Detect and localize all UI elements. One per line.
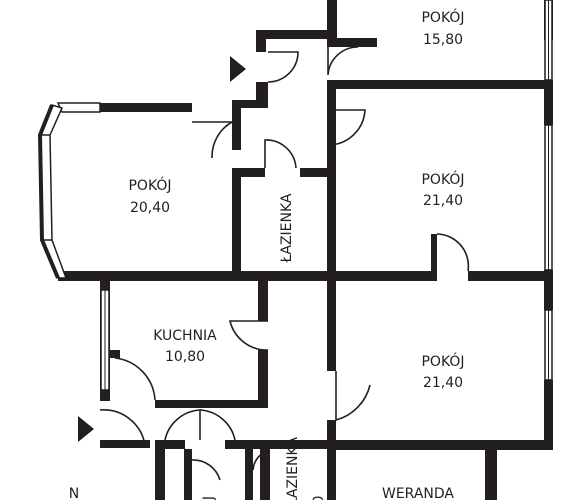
label-fragment: J [201,496,217,500]
wall [258,350,268,408]
label-fragment: 0 [311,496,327,500]
room-name: POKÓJ [421,170,464,188]
bay-window [39,104,68,279]
walls [58,0,553,500]
wall [232,100,268,108]
wall [256,30,266,52]
wall [100,103,192,112]
wall [327,80,553,89]
wall [544,380,553,450]
door-swing [328,109,366,146]
wall [327,281,336,371]
room-name: POKÓJ [421,352,464,370]
windows [37,0,553,391]
door-swing [267,51,299,83]
wall [58,271,336,281]
door-swing [99,409,146,446]
door-swing [335,371,371,422]
wall [485,450,497,500]
door-swing [228,320,269,351]
room-area: 20,40 [130,200,170,216]
wall [327,440,553,450]
room-labels: POKÓJ 15,80 POKÓJ 20,40 POKÓJ 21,40 ŁAZI… [69,8,465,500]
room-area: 10,80 [165,349,205,365]
wall [245,449,253,500]
north-label: N [69,486,79,500]
wall [232,100,241,150]
wall [258,281,268,321]
door-swing [191,459,221,481]
door-swing [114,357,156,401]
wall [431,234,437,281]
room-area: 21,40 [423,375,463,391]
wall [327,0,337,38]
door-swing [264,139,297,169]
wall [327,38,377,47]
wall [256,30,328,39]
entrance-arrow-icon [78,416,94,442]
room-name: ŁAZIENKA [279,193,295,263]
door-swings [99,46,470,481]
wall [155,440,185,449]
wall [232,168,241,280]
room-name-partial: ŁAZIENKA [285,437,301,500]
wall [155,400,268,408]
wall [225,440,327,449]
wall [468,271,553,281]
door-swing [192,121,235,159]
room-name: KUCHNIA [153,328,217,344]
door-swing [327,46,359,76]
wall [184,449,192,500]
room-name: WERANDA [382,486,454,500]
wall [327,80,336,281]
wall [241,168,265,177]
room-name: POKÓJ [128,176,171,194]
window [56,102,101,113]
wall [155,440,165,500]
door-swing [164,409,201,441]
door-swing [252,449,271,471]
room-name: POKÓJ [421,8,464,26]
wall [110,350,120,358]
door-swing [436,233,470,272]
wall [544,80,553,125]
wall [300,168,336,177]
wall [544,270,553,310]
wall [327,420,336,500]
entrance-arrow-icon [230,56,246,82]
room-area: 15,80 [423,32,463,48]
door-swing [199,409,236,441]
wall [100,440,150,448]
wall [336,271,431,281]
wall [260,449,270,500]
room-area: 21,40 [423,193,463,209]
